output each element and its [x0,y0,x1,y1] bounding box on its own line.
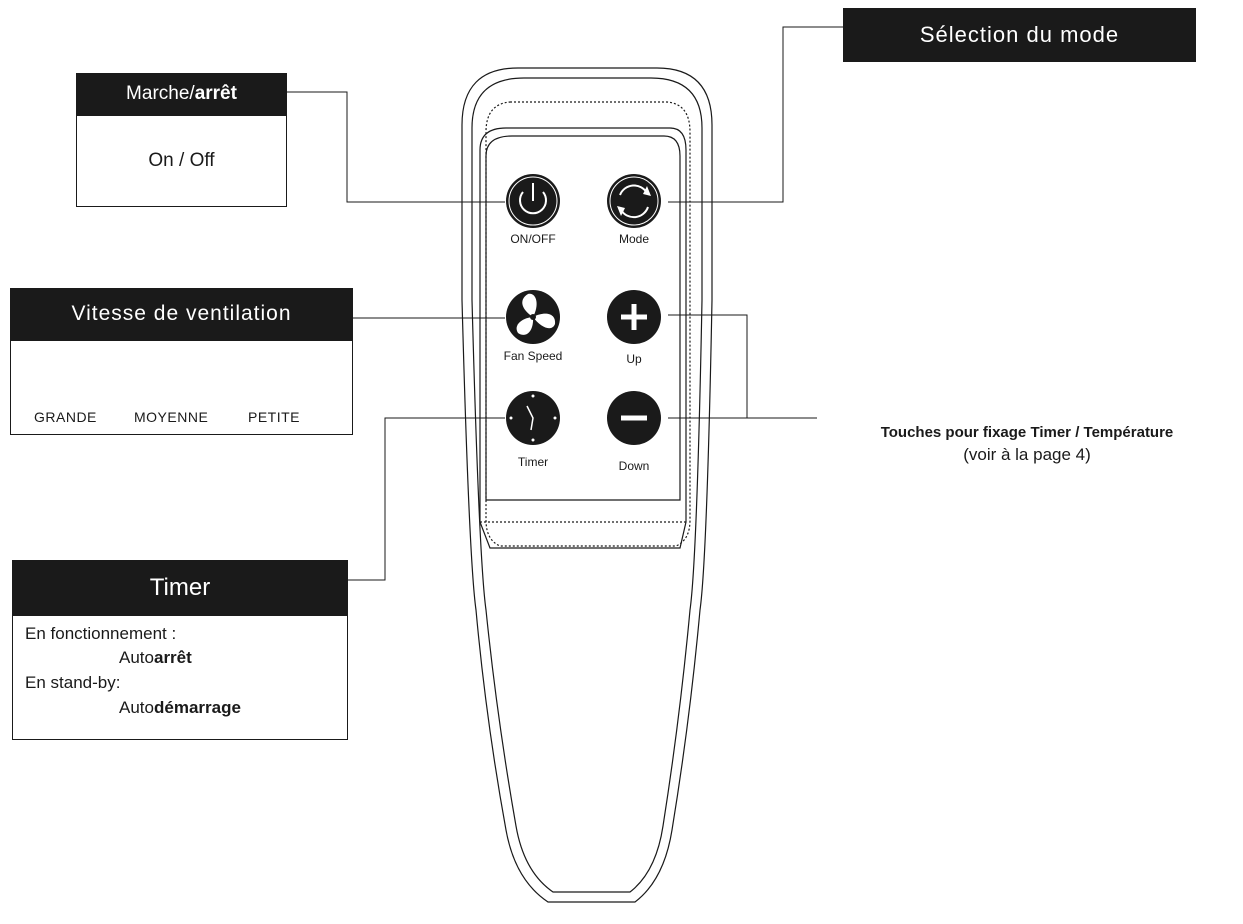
onoff-header-bold: arrêt [194,83,237,104]
onoff-button[interactable] [506,174,560,228]
mode-legend-header: Sélection du mode [843,8,1196,62]
up-button[interactable] [607,290,661,344]
fan-speed-button[interactable] [506,290,560,344]
timer-standby-label: En stand-by: [25,673,121,692]
down-button-label: Down [618,459,650,473]
mode-button-label: Mode [618,232,650,246]
connector-mode [668,26,843,203]
fan-icon [516,293,556,335]
timer-standby-value-bold: démarrage [153,698,241,717]
onoff-legend-body: On / Off [148,150,215,171]
cycle-arrows-icon [617,184,651,219]
keys-note-title: Touches pour fixage Timer / Température [880,424,1174,441]
onoff-header-normal: Marche/ [126,83,195,104]
mode-button[interactable] [607,174,661,228]
fan-legend-header: Vitesse de ventilation [10,288,353,340]
fan-level-small-label: PETITE [248,409,301,425]
plus-icon [621,304,647,330]
timer-standby-value: Autodémarrage [119,698,241,718]
fan-speed-button-label: Fan Speed [503,349,563,363]
clock-icon [509,394,557,442]
timer-running-value: Autoarrêt [119,648,192,668]
down-button[interactable] [607,391,661,445]
onoff-legend-box: On / Off [76,115,287,207]
fan-level-medium-label: MOYENNE [134,409,209,425]
keys-note: Touches pour fixage Timer / Température … [817,424,1237,465]
connector-onoff [287,91,505,203]
remote-body [461,67,713,903]
timer-standby-value-normal: Auto [119,698,154,717]
connector-lines [287,26,843,581]
timer-running-value-bold: arrêt [153,648,192,667]
power-icon [519,183,547,215]
timer-running-label: En fonctionnement : [25,624,177,643]
connector-up [668,314,817,419]
onoff-legend-header: Marche/arrêt [76,73,287,115]
timer-button-label: Timer [517,455,549,469]
timer-button[interactable] [506,391,560,445]
keys-note-subtitle: (voir à la page 4) [963,445,1091,464]
onoff-button-label: ON/OFF [510,232,556,246]
connector-timer [348,417,505,581]
timer-running-value-normal: Auto [119,648,154,667]
timer-legend-box: En fonctionnement : Autoarrêt En stand-b… [12,615,348,740]
fan-level-large-label: GRANDE [34,409,97,425]
timer-legend-header: Timer [12,560,348,615]
fan-legend-box: GRANDE MOYENNE PETITE [10,340,353,435]
up-button-label: Up [626,352,642,366]
